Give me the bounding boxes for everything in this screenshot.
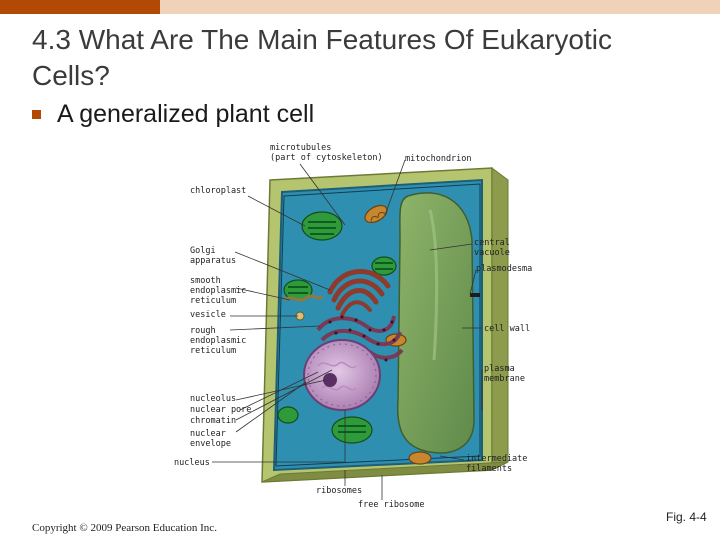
bullet-text: A generalized plant cell (57, 100, 315, 128)
label-chromatin: chromatin (190, 416, 237, 426)
label-golgi-apparatus: Golgi apparatus (190, 246, 237, 266)
figure-reference: Fig. 4-4 (666, 510, 707, 524)
label-ribosomes: ribosomes (316, 486, 363, 496)
label-free-ribosome: free ribosome (358, 500, 425, 510)
label-nuclear-envelope: nuclear envelope (190, 429, 231, 449)
chloroplast-5 (277, 406, 299, 424)
chloroplast-3 (371, 256, 397, 276)
golgi-apparatus (327, 269, 391, 317)
label-central-vacuole: central vacuole (474, 238, 510, 258)
label-plasma-membrane: plasma membrane (484, 364, 525, 384)
label-vesicle: vesicle (190, 310, 226, 320)
accent-bar-dark (0, 0, 160, 14)
label-nucleolus: nucleolus (190, 394, 237, 404)
label-intermediate-filaments: intermediate filaments (466, 454, 528, 474)
smooth-endoplasmic-reticulum (283, 294, 324, 302)
mitochondrion (364, 204, 388, 224)
label-cell-wall: cell wall (484, 324, 531, 334)
accent-bar-light (160, 0, 720, 14)
label-rough-er: rough endoplasmic reticulum (190, 326, 247, 356)
label-microtubules: microtubules (part of cytoskeleton) (270, 143, 383, 163)
label-smooth-er: smooth endoplasmic reticulum (190, 276, 247, 306)
plasmodesma (470, 293, 480, 297)
vacuole-highlight (428, 209, 439, 361)
bullet-marker (32, 110, 41, 119)
nucleolus (323, 373, 337, 387)
label-leader-lines (212, 159, 483, 500)
ribosomes (328, 315, 396, 362)
slide-title: 4.3 What Are The Main Features Of Eukary… (32, 24, 612, 91)
bullet-item: A generalized plant cell (32, 100, 314, 129)
chloroplast-4 (331, 416, 373, 444)
label-nuclear-pore: nuclear pore (190, 405, 252, 415)
label-nucleus: nucleus (174, 458, 210, 468)
mitochondrion-3 (408, 451, 432, 465)
label-plasmodesma: plasmodesma (476, 264, 533, 274)
label-mitochondrion: mitochondrion (405, 154, 472, 164)
copyright-notice: Copyright © 2009 Pearson Education Inc. (32, 522, 217, 534)
nucleus (303, 339, 381, 411)
chloroplast (301, 211, 343, 241)
title-accent-bar (0, 0, 720, 14)
label-chloroplast: chloroplast (190, 186, 247, 196)
